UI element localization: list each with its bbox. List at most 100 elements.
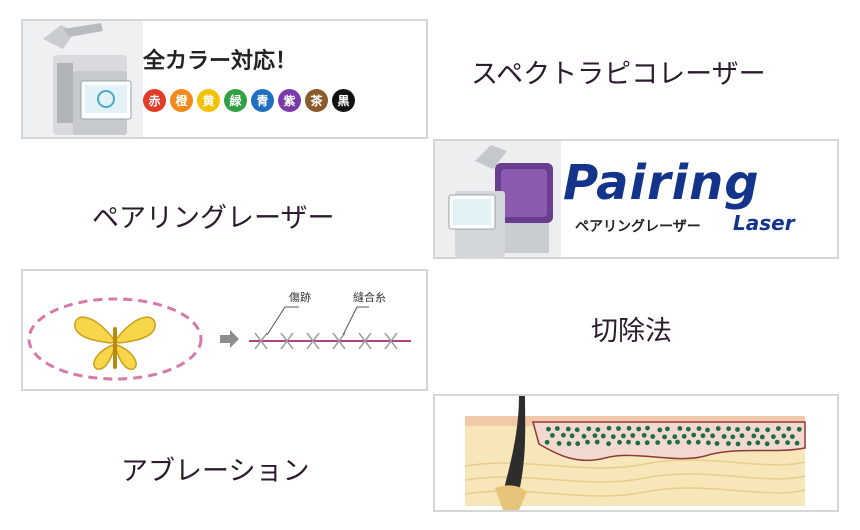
scar-annotation: 傷跡: [289, 290, 311, 304]
pigment-dot: [626, 439, 631, 445]
pigment-dot: [592, 433, 598, 438]
pigment-dot: [665, 426, 670, 432]
color-badge: 橙: [170, 89, 193, 112]
pigment-dot: [561, 432, 566, 438]
color-badge: 青: [251, 89, 274, 112]
pigment-dot: [600, 433, 606, 439]
pigment-dot: [595, 427, 601, 432]
spectra-pico-laser-label: スペクトラピコレーザー: [471, 59, 766, 90]
pigment-dot: [786, 426, 792, 432]
pairing-brand-logo: Pairing: [563, 155, 760, 211]
pigment-dot: [662, 434, 667, 440]
pigment-dot: [641, 432, 647, 438]
ablation-label: アブレーション: [121, 456, 310, 487]
pigment-dot: [556, 441, 562, 446]
pigment-dot: [746, 440, 752, 446]
suture-annotation: 縫合糸: [353, 290, 386, 304]
pigment-dot: [776, 426, 781, 431]
pigment-dot: [569, 433, 575, 439]
pigment-dot: [765, 427, 771, 433]
pigment-dot: [715, 426, 721, 431]
pigment-dot: [655, 440, 661, 445]
pigment-dot: [681, 433, 687, 439]
pigment-dot: [726, 426, 731, 432]
laser-machine-image: [23, 21, 143, 137]
hair-strand: [503, 396, 526, 508]
pairing-sub-jp: ペアリングレーザー: [575, 219, 701, 235]
pigment-dot: [544, 439, 550, 445]
butterfly-icon: [74, 316, 156, 370]
pigment-dot: [546, 426, 551, 432]
color-badge: 茶: [305, 89, 328, 112]
pigment-dot: [696, 426, 702, 431]
pigment-dot: [626, 425, 632, 431]
pigment-dot: [565, 426, 571, 432]
pigment-dot: [796, 426, 802, 432]
annotation-leaders: [266, 306, 369, 336]
pigment-dot: [705, 427, 710, 433]
pigment-dot: [581, 433, 587, 439]
spectra-headline: 全カラー対応！: [143, 49, 298, 74]
pigment-dot: [575, 441, 581, 447]
pigment-dot: [700, 433, 706, 439]
pigment-dot: [794, 440, 800, 446]
pigment-dot: [574, 427, 580, 433]
excision-label: 切除法: [591, 316, 672, 347]
pigment-dot: [630, 433, 636, 438]
color-badge: 黒: [332, 89, 355, 112]
pigment-dot: [754, 427, 760, 433]
pigment-dot: [645, 425, 650, 431]
pigment-dot: [785, 440, 790, 445]
pigment-dot: [650, 434, 656, 439]
pigment-dot: [735, 441, 741, 447]
pigment-dot: [610, 434, 616, 440]
pigment-dot: [616, 426, 621, 431]
pigment-dot: [774, 439, 780, 445]
color-badge-row: 赤 橙 黄 緑 青 紫 茶 黒: [143, 89, 355, 112]
pigment-dot: [695, 439, 701, 445]
pigment-dot: [657, 427, 663, 433]
pigment-dots: [544, 425, 802, 447]
pigment-dot: [667, 439, 672, 445]
color-badge: 紫: [278, 89, 301, 112]
color-badge: 緑: [224, 89, 247, 112]
pigment-dot: [685, 426, 691, 432]
pigment-dot: [710, 433, 715, 439]
pigment-dot: [706, 440, 711, 446]
pairing-banner: Pairing ペアリングレーザー Laser: [433, 139, 839, 259]
pigment-dot: [675, 439, 680, 445]
suture-marks: [254, 332, 398, 350]
spectra-banner: 全カラー対応！ 赤 橙 黄 緑 青 紫 茶 黒: [21, 19, 428, 139]
pigment-dot: [606, 425, 612, 431]
color-badge: 黄: [197, 89, 220, 112]
pairing-laser-label: ペアリングレーザー: [92, 203, 335, 234]
pigment-dot: [617, 439, 622, 445]
pairing-machine-image: [435, 141, 561, 257]
pigment-dot: [644, 440, 650, 446]
pigment-dot: [714, 441, 720, 446]
pigment-dot: [739, 433, 745, 439]
excision-diagram: 傷跡 縫合糸: [21, 269, 428, 391]
pigment-dot: [636, 426, 642, 432]
pigment-dot: [735, 427, 740, 432]
pigment-dot: [745, 426, 751, 432]
pigment-dot: [635, 440, 641, 446]
pigment-dot: [594, 439, 600, 445]
pigment-dot: [691, 432, 697, 438]
pigment-dot: [566, 441, 572, 447]
pigment-dot: [586, 426, 592, 432]
pigment-dot: [677, 426, 683, 431]
pigment-dot: [726, 441, 731, 446]
pigment-dot: [751, 433, 757, 439]
pigment-dot: [730, 434, 736, 440]
color-badge: 赤: [143, 89, 166, 112]
pigment-dot: [585, 439, 590, 445]
pigment-dot: [755, 440, 761, 446]
pigment-dot: [721, 434, 727, 439]
pigment-dot: [686, 439, 692, 445]
pigment-dot: [764, 441, 770, 447]
arrow-right-icon: [220, 330, 239, 348]
pigment-dot: [771, 434, 776, 440]
pigment-dot: [554, 426, 560, 431]
pigment-dot: [781, 433, 787, 439]
